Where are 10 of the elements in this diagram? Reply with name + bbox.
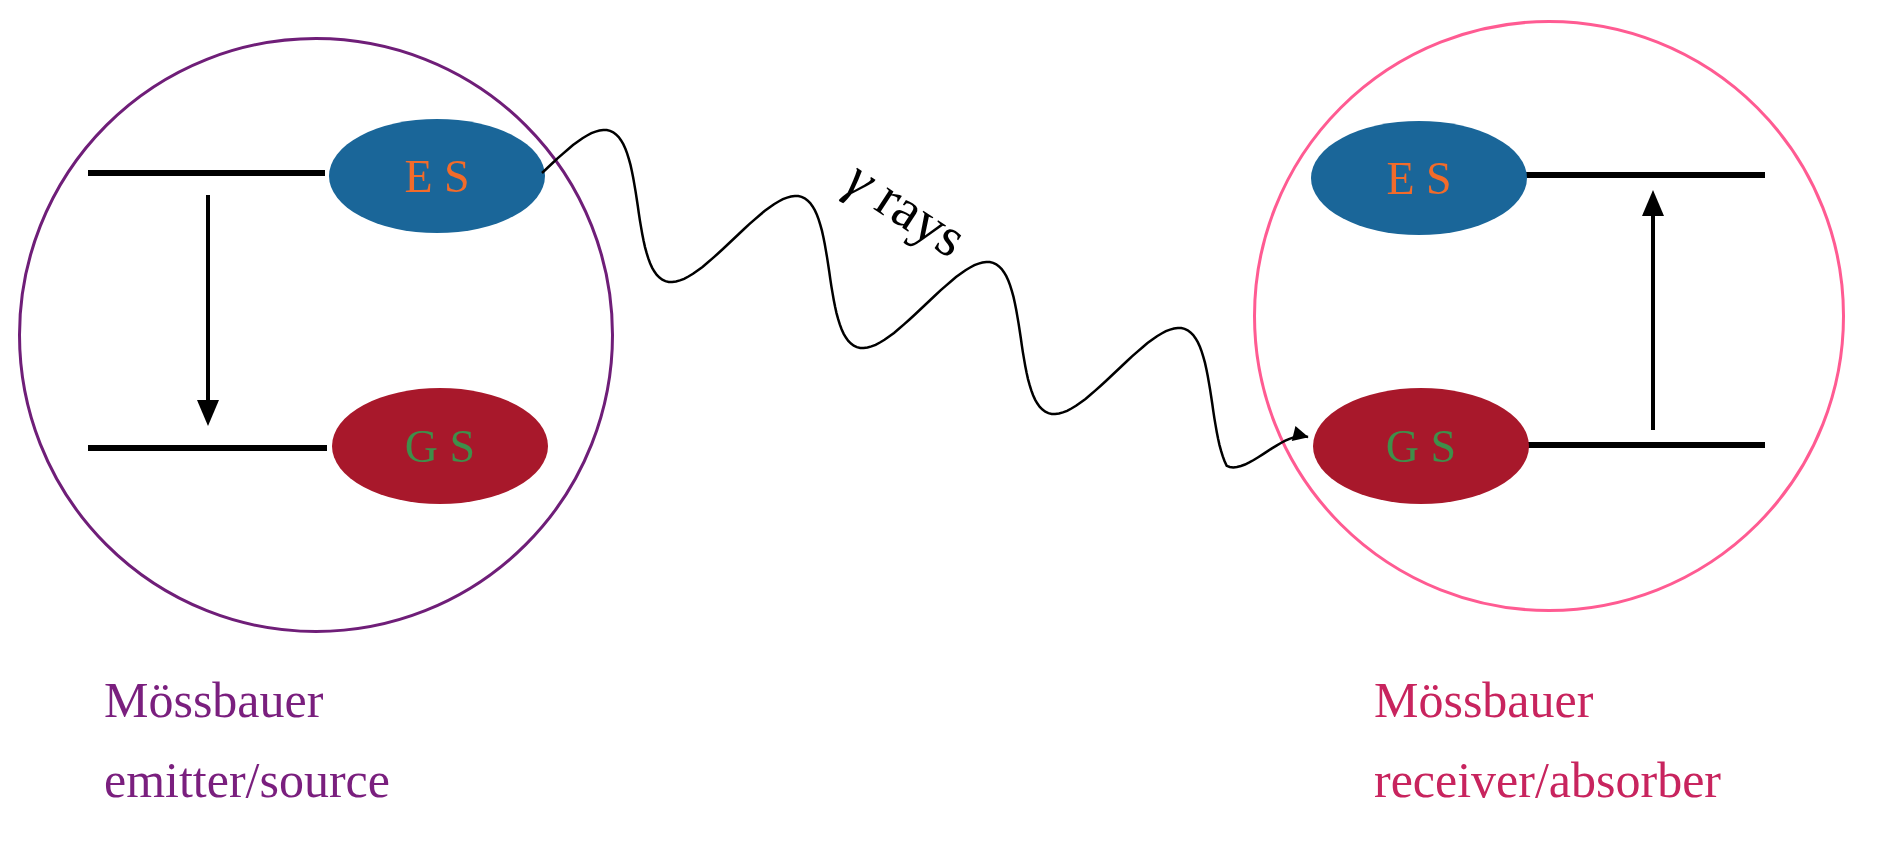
absorber-circle [1253,20,1845,612]
wavy-arrow [541,128,1309,469]
excited-state-ellipse: E S [1311,121,1527,235]
ground-state-ellipse: G S [1313,388,1529,504]
edge-label: γ rays [835,145,979,271]
caption-text: Mössbauer receiver/absorber [1374,671,1722,810]
caption-text: Mössbauer emitter/source [104,671,391,810]
excited-state-ellipse: E S [329,119,545,233]
ground-state-ellipse: G S [332,388,548,504]
source-circle [18,37,614,633]
